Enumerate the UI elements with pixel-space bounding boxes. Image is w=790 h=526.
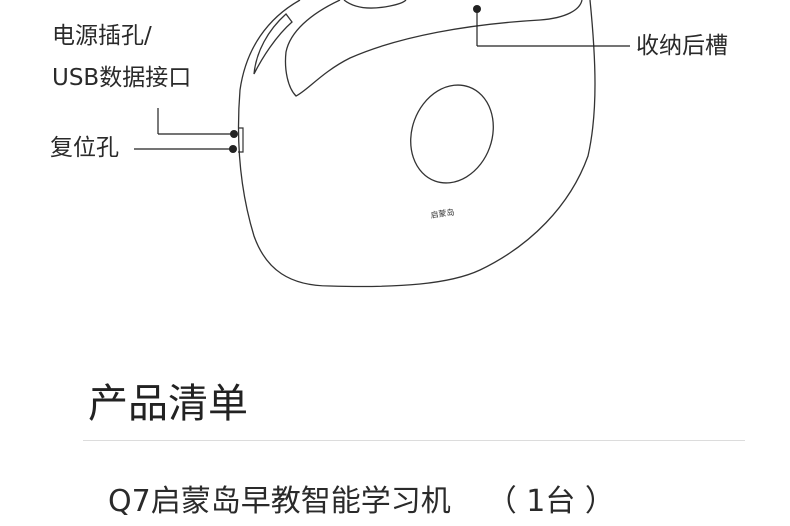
device-logo: 启蒙岛	[430, 207, 455, 220]
label-usb-port: USB数据接口	[52, 65, 192, 91]
device-center-button	[410, 84, 494, 184]
section-title: 产品清单	[88, 381, 248, 427]
device-left-grip	[253, 13, 293, 75]
product-name: Q7启蒙岛早教智能学习机	[108, 484, 451, 519]
label-power-port: 电源插孔/	[52, 23, 152, 49]
device-body-outline	[237, 0, 596, 288]
list-item: Q7启蒙岛早教智能学习机 （ 1台 ）	[108, 481, 615, 523]
section-divider	[83, 440, 745, 441]
label-storage-slot: 收纳后槽	[636, 33, 728, 59]
device-diagram: 启蒙岛	[134, 0, 630, 288]
device-side-port	[238, 127, 244, 153]
label-reset-hole: 复位孔	[50, 135, 119, 161]
callout-dot-power	[230, 130, 238, 138]
product-quantity: （ 1台 ）	[486, 484, 615, 519]
device-top-band	[284, 0, 583, 97]
device-top-notch	[343, 0, 407, 9]
callout-dot-reset	[229, 145, 237, 153]
